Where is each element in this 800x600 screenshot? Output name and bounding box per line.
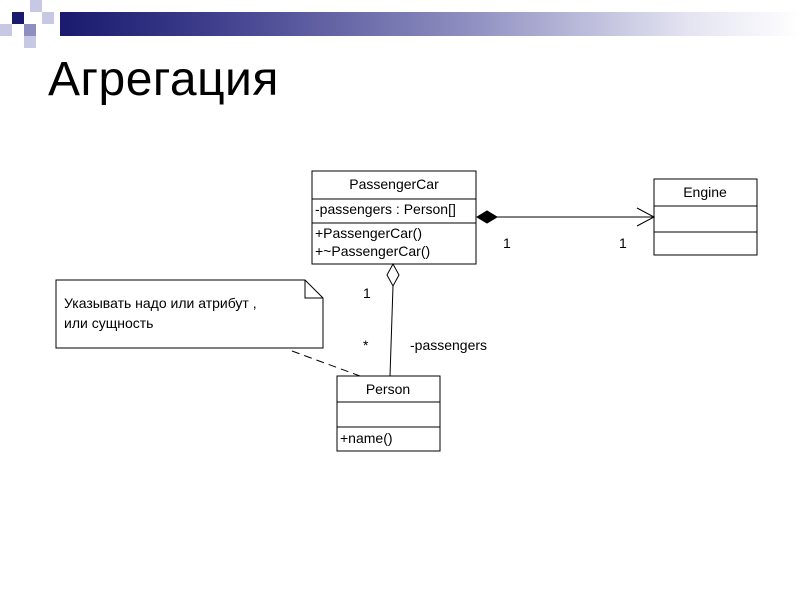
header-square-dark <box>12 12 24 24</box>
operation-destructor: +~PassengerCar() <box>315 243 430 259</box>
attribute-passengers: -passengers : Person[] <box>315 201 456 217</box>
multiplicity-engine-side: 1 <box>619 235 627 251</box>
navigation-arrow <box>636 207 656 227</box>
note-anchor-line <box>291 350 361 377</box>
header-square-light <box>30 0 42 12</box>
header-gradient-bar <box>60 12 800 36</box>
operation-constructor: +PassengerCar() <box>315 225 422 241</box>
class-person: Person +name() <box>336 375 441 452</box>
class-name-passenger-car: PassengerCar <box>349 176 439 192</box>
note-text-line-2: или сущность <box>64 315 153 331</box>
note: Указывать надо или атрибут , или сущност… <box>55 279 361 377</box>
composition-diamond <box>476 210 498 224</box>
slide-title: Агрегация <box>48 53 279 106</box>
class-engine: Engine <box>653 178 758 256</box>
multiplicity-car-aggregation: 1 <box>363 285 371 301</box>
header-square-light <box>42 12 54 24</box>
header-square-mid <box>24 24 36 36</box>
aggregation-association: 1 * -passengers <box>363 262 487 377</box>
role-passengers: -passengers <box>410 337 487 353</box>
class-name-person: Person <box>366 381 410 397</box>
class-passenger-car: PassengerCar -passengers : Person[] +Pas… <box>311 170 477 265</box>
multiplicity-person: * <box>363 337 369 353</box>
multiplicity-car-side: 1 <box>503 235 511 251</box>
operation-name: +name() <box>340 430 393 446</box>
class-name-engine: Engine <box>683 184 727 200</box>
note-folded-corner <box>304 280 323 299</box>
header-square-light <box>24 36 36 48</box>
note-text-line-1: Указывать надо или атрибут , <box>64 295 257 311</box>
composition-association: 1 1 <box>476 207 656 251</box>
aggregation-diamond <box>386 262 400 288</box>
header-square-light <box>0 24 12 36</box>
